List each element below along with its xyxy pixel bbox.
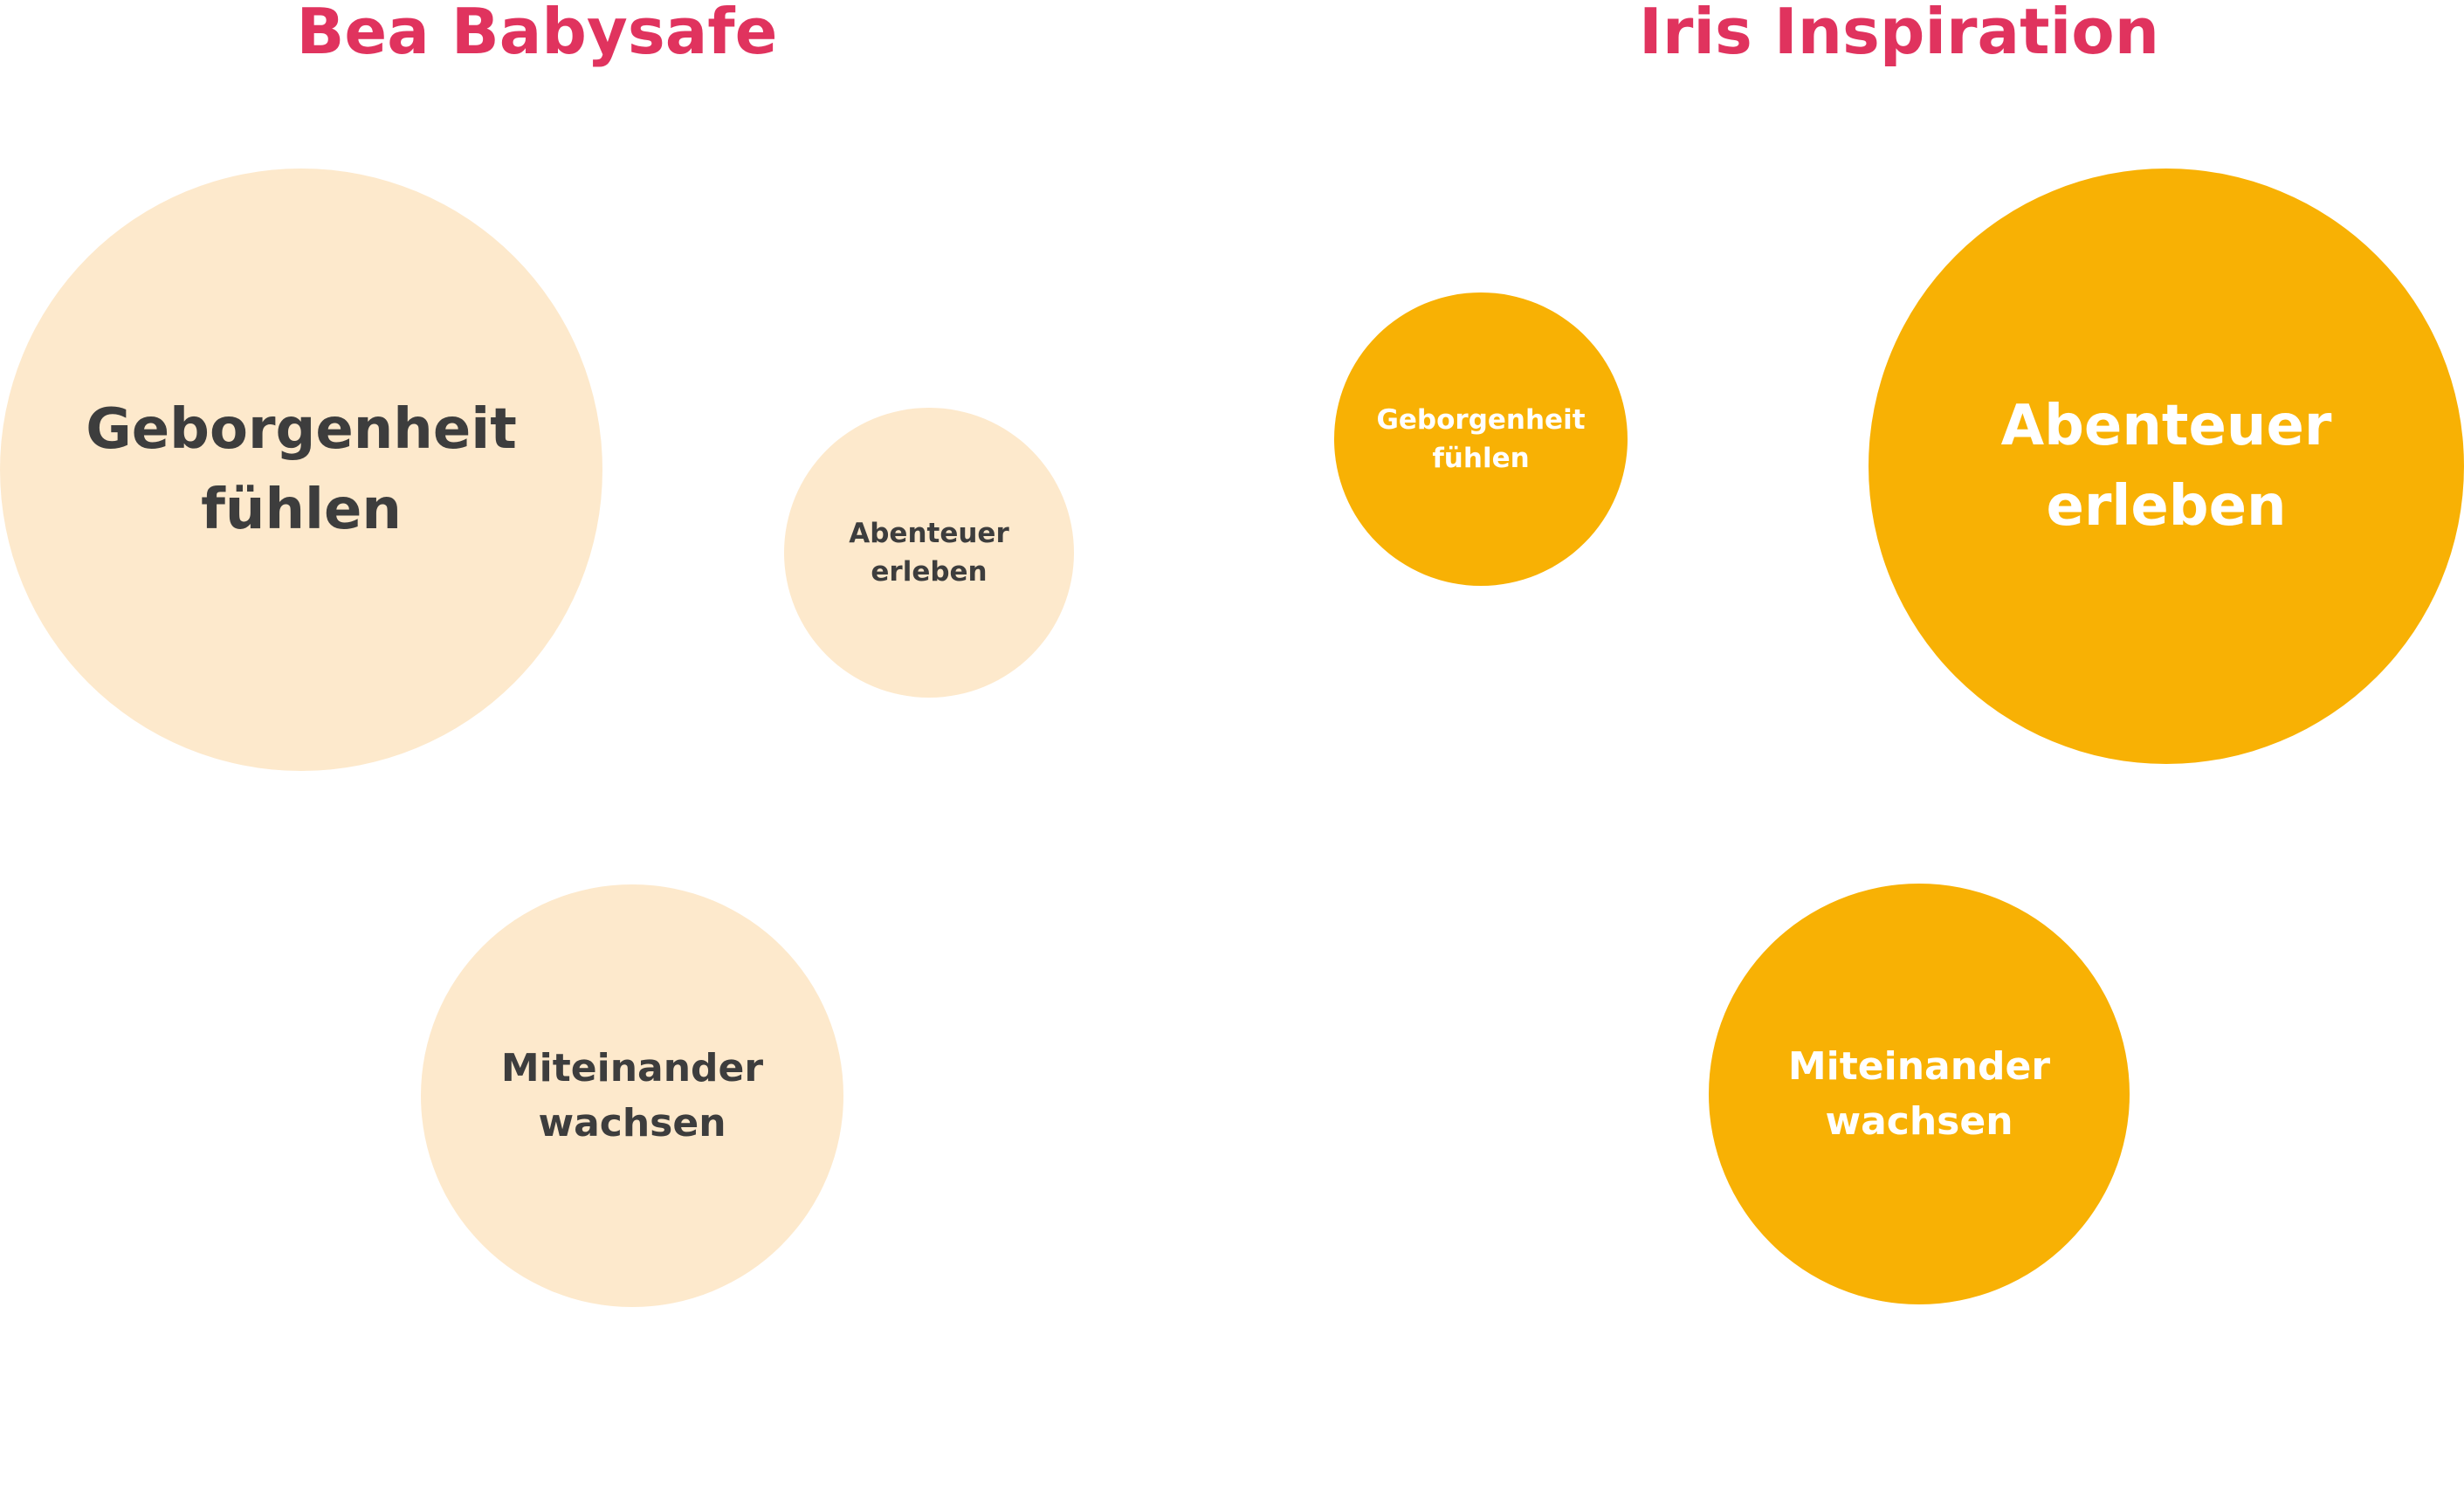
bea-bubble-miteinander: Miteinander wachsen [421, 884, 843, 1307]
bea-bubble-geborgenheit: Geborgenheit fühlen [0, 169, 602, 771]
bubble-label-line1: Abenteuer [2000, 394, 2332, 458]
bubble-label-line2: wachsen [1825, 1099, 2013, 1144]
bea-bubble-abenteuer: Abenteuer erleben [784, 408, 1074, 698]
iris-bubble-geborgenheit: Geborgenheit fühlen [1334, 292, 1628, 586]
bubble-label-line2: fühlen [1432, 443, 1530, 474]
bubble-label-line2: erleben [2046, 474, 2287, 539]
bubble-label-line2: fühlen [201, 478, 402, 542]
bubble-label-line1: Miteinander [500, 1046, 764, 1091]
bea-babysafe-title: Bea Babysafe [296, 0, 778, 68]
bubble-label-line1: Geborgenheit [1376, 404, 1586, 436]
iris-inspiration-title: Iris Inspiration [1639, 0, 2159, 68]
bubble-label-line1: Abenteuer [849, 518, 1009, 549]
bubble-label-line2: wachsen [538, 1101, 726, 1146]
bubble-label-line1: Geborgenheit [86, 397, 517, 462]
iris-bubble-abenteuer: Abenteuer erleben [1869, 169, 2464, 764]
iris-bubble-miteinander: Miteinander wachsen [1709, 884, 2130, 1304]
bubble-label-line2: erleben [871, 556, 988, 588]
bubble-label-line1: Miteinander [1787, 1044, 2051, 1089]
